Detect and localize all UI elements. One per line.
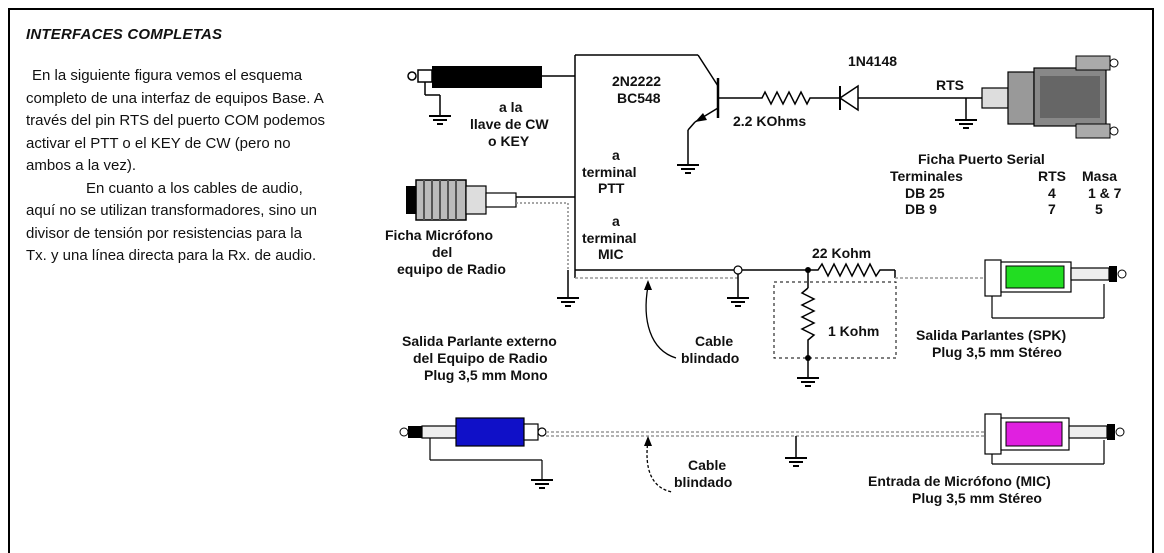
paragraph-2: En cuanto a los cables de audio, aquí no… [26,179,317,265]
diode-symbol [830,84,992,112]
transistor-symbol [676,54,755,174]
mono-plug [399,417,554,489]
ptt-label-2: terminal [582,164,636,180]
ptt-label-3: PTT [598,180,625,196]
spk-ext-label-1: Salida Parlante externo [402,333,557,349]
ground-icon [556,297,580,307]
key-label-1: a la [499,99,523,115]
cable-2-label-1: Cable [688,457,726,473]
key-label-3: o KEY [488,133,530,149]
mic-plug-label-1: Ficha Micrófono [385,227,493,243]
resistor-1k [800,287,816,358]
spk-ext-label-3: Plug 3,5 mm Mono [424,367,548,383]
key-plug [407,66,575,125]
res-1k-label: 1 Kohm [828,323,879,339]
mic-term-label-3: MIC [598,246,624,262]
mic-plug-label-2: del [432,244,452,260]
spk-ext-label-2: del Equipo de Radio [413,350,548,366]
mic-term-label-2: terminal [582,230,636,246]
ground-icon [954,119,978,129]
serial-row2-rts: 7 [1048,201,1056,217]
ground-icon [428,115,452,125]
mic-term-label-1: a [612,213,620,229]
cable-1-label-1: Cable [695,333,733,349]
serial-header-masa: Masa [1082,168,1117,184]
transistor-label-2: BC548 [617,90,661,106]
cable-1-label-2: blindado [681,350,739,366]
section-heading: INTERFACES COMPLETAS [26,26,223,43]
serial-row1-masa: 1 & 7 [1088,185,1122,201]
key-label-2: llave de CW [470,116,549,132]
res-22k-label: 22 Kohm [812,245,871,261]
base-resistor [755,90,830,106]
transistor-label-1: 2N2222 [612,73,661,89]
resistor-base-label: 2.2 KOhms [733,113,806,129]
mic-input-plug [984,413,1125,465]
spk-out-label-2: Plug 3,5 mm Stéreo [932,344,1062,360]
mic-in-label-2: Plug 3,5 mm Stéreo [912,490,1042,506]
mic-connector [406,179,580,307]
ground-icon [726,297,750,307]
serial-row1-term: DB 25 [905,185,945,201]
serial-connector [954,55,1119,139]
ground-icon [796,377,820,387]
ground-icon [784,457,808,467]
ground-icon [530,479,554,489]
serial-row1-rts: 4 [1048,185,1056,201]
diode-label: 1N4148 [848,53,897,69]
spk-out-label-1: Salida Parlantes (SPK) [916,327,1066,343]
paragraph-1: En la siguiente figura vemos el esquema … [26,67,326,174]
text-column: INTERFACES COMPLETAS En la siguiente fig… [26,26,326,268]
serial-header-rts: RTS [1038,168,1066,184]
serial-row2-masa: 5 [1095,201,1103,217]
mic-plug-label-3: equipo de Radio [397,261,506,277]
serial-header-terminales: Terminales [890,168,963,184]
ptt-label-1: a [612,147,620,163]
rts-label: RTS [936,77,964,93]
figure-frame [8,8,1154,553]
serial-title: Ficha Puerto Serial [918,151,1045,167]
ground-icon [676,164,700,174]
cable-2-label-2: blindado [674,474,732,490]
resistor-22k [808,262,895,278]
serial-row2-term: DB 9 [905,201,937,217]
mic-in-label-1: Entrada de Micrófono (MIC) [868,473,1051,489]
spk-plug [984,259,1127,319]
